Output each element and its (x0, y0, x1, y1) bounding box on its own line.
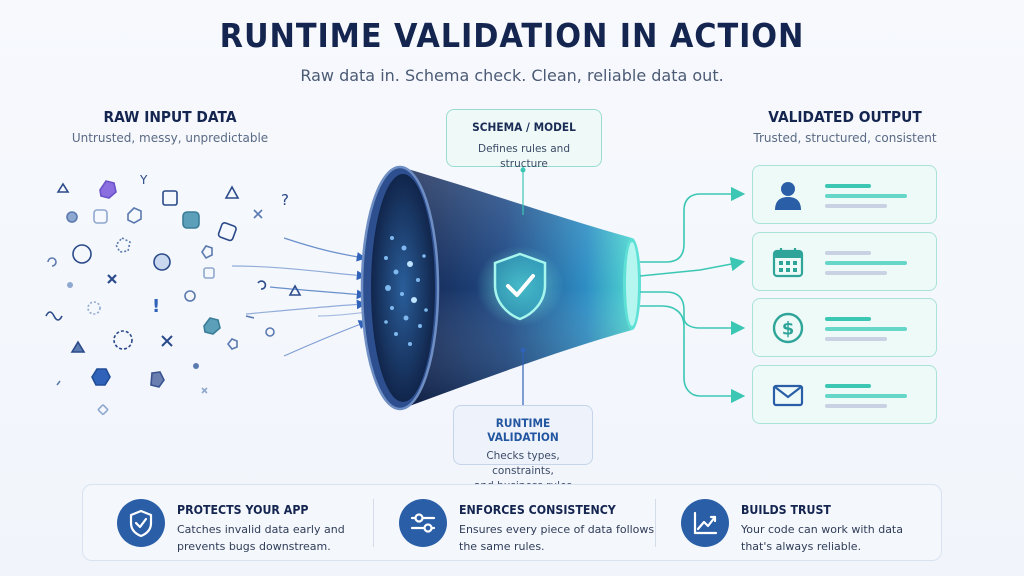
question-glyph: ? (281, 191, 289, 209)
circle-icon (66, 211, 78, 223)
feature-desc-line: Catches invalid data early and (177, 523, 345, 536)
triangle-icon (56, 182, 70, 193)
curl-glyph (257, 280, 267, 290)
square-icon (182, 211, 200, 229)
curl-glyph (47, 257, 57, 267)
square-icon (203, 267, 215, 279)
feature-protects: PROTECTS YOUR APP Catches invalid data e… (117, 495, 367, 555)
field-bar (825, 184, 871, 188)
user-icon (775, 182, 801, 210)
divider (373, 499, 374, 547)
field-bar (825, 251, 871, 255)
feature-desc-line: that's always reliable. (741, 539, 862, 553)
feature-consistency: ENFORCES CONSISTENCY Ensures every piece… (399, 495, 659, 555)
output-title: VALIDATED OUTPUT (768, 108, 922, 126)
field-bar (825, 271, 887, 275)
circle-icon (184, 290, 196, 302)
output-card-calendar (752, 232, 937, 291)
square-icon (162, 190, 178, 206)
feature-desc: Catches invalid data early and prevents … (177, 522, 345, 555)
pentagon-icon (150, 371, 165, 388)
feature-desc-line: the same rules. (459, 539, 545, 553)
feature-title: PROTECTS YOUR APP (177, 503, 309, 517)
hexagon-icon (203, 317, 221, 335)
output-card-mail (752, 365, 937, 424)
circle-icon (113, 330, 133, 350)
raw-shapes: Y ? ! (45, 173, 302, 416)
square-icon (217, 222, 237, 242)
feature-desc: Your code can work with data that's alwa… (741, 522, 903, 555)
circle-icon (72, 244, 92, 264)
page-title: RUNTIME VALIDATION IN ACTION (219, 16, 805, 55)
diamond-icon (97, 404, 109, 416)
exclamation-glyph: ! (152, 296, 160, 317)
hexagon-icon (127, 207, 142, 224)
runtime-callout: RUNTIME VALIDATION Checks types, constra… (453, 405, 593, 492)
feature-desc: Ensures every piece of data follows the … (459, 522, 654, 555)
output-subtitle: Trusted, structured, consistent (753, 131, 937, 145)
field-bar (825, 394, 907, 398)
svg-text:$: $ (782, 319, 795, 340)
output-arrows (639, 186, 746, 404)
shield-check-icon (129, 509, 153, 538)
x-glyph (107, 274, 117, 284)
hexagon-icon (99, 180, 117, 199)
y-glyph: Y (139, 173, 148, 187)
triangle-icon (70, 340, 86, 353)
feature-trust: BUILDS TRUST Your code can work with dat… (681, 495, 921, 555)
feature-desc-line: Ensures every piece of data follows (459, 523, 655, 536)
feature-desc-line: prevents bugs downstream. (177, 539, 331, 553)
trend-chart-icon (693, 511, 718, 535)
schema-callout: SCHEMA / MODEL Defines rules and structu… (446, 109, 602, 170)
hexagon-icon (201, 245, 213, 260)
field-bar (825, 317, 871, 321)
output-card-user (752, 165, 937, 224)
output-card-payment: $ (752, 298, 937, 357)
feature-title: ENFORCES CONSISTENCY (459, 503, 616, 517)
circle-icon (153, 253, 171, 271)
sliders-icon (410, 513, 436, 533)
mail-icon (772, 384, 804, 407)
wave-glyph (45, 311, 63, 321)
validation-funnel (360, 165, 641, 411)
field-bar (825, 261, 907, 265)
divider (655, 499, 656, 547)
runtime-desc-line1: Checks types, constraints, (486, 450, 560, 478)
mouth-particles (384, 236, 428, 346)
page-subtitle: Raw data in. Schema check. Clean, reliab… (300, 66, 724, 85)
dollar-icon: $ (772, 312, 804, 344)
hexagon-icon (91, 368, 111, 386)
input-title: RAW INPUT DATA (103, 108, 237, 126)
feature-icon-circle (399, 499, 447, 547)
triangle-icon (288, 284, 302, 296)
feature-icon-circle (117, 499, 165, 547)
pentagon-icon (115, 237, 131, 253)
benefits-panel: PROTECTS YOUR APP Catches invalid data e… (82, 484, 942, 561)
feature-title: BUILDS TRUST (741, 503, 831, 517)
x-glyph (253, 209, 263, 219)
square-icon (93, 209, 108, 224)
schema-desc: Defines rules and structure (478, 143, 570, 171)
field-bar (825, 327, 907, 331)
field-bar (825, 384, 871, 388)
field-bar (825, 404, 887, 408)
feature-desc-line: Your code can work with data (741, 523, 903, 536)
schema-title: SCHEMA / MODEL (472, 120, 576, 134)
field-bar (825, 204, 887, 208)
runtime-title: RUNTIME VALIDATION (487, 416, 559, 444)
x-glyph (161, 335, 173, 347)
field-bar (825, 337, 887, 341)
x-glyph (201, 387, 208, 394)
input-subtitle: Untrusted, messy, unpredictable (71, 131, 269, 145)
circle-icon (87, 301, 101, 315)
field-bar (825, 194, 907, 198)
hexagon-icon (226, 338, 238, 350)
triangle-icon (224, 185, 240, 199)
circle-icon (265, 327, 275, 337)
input-arrows (231, 237, 369, 357)
shield-check-icon (493, 252, 547, 321)
feature-icon-circle (681, 499, 729, 547)
calendar-icon (772, 248, 804, 278)
